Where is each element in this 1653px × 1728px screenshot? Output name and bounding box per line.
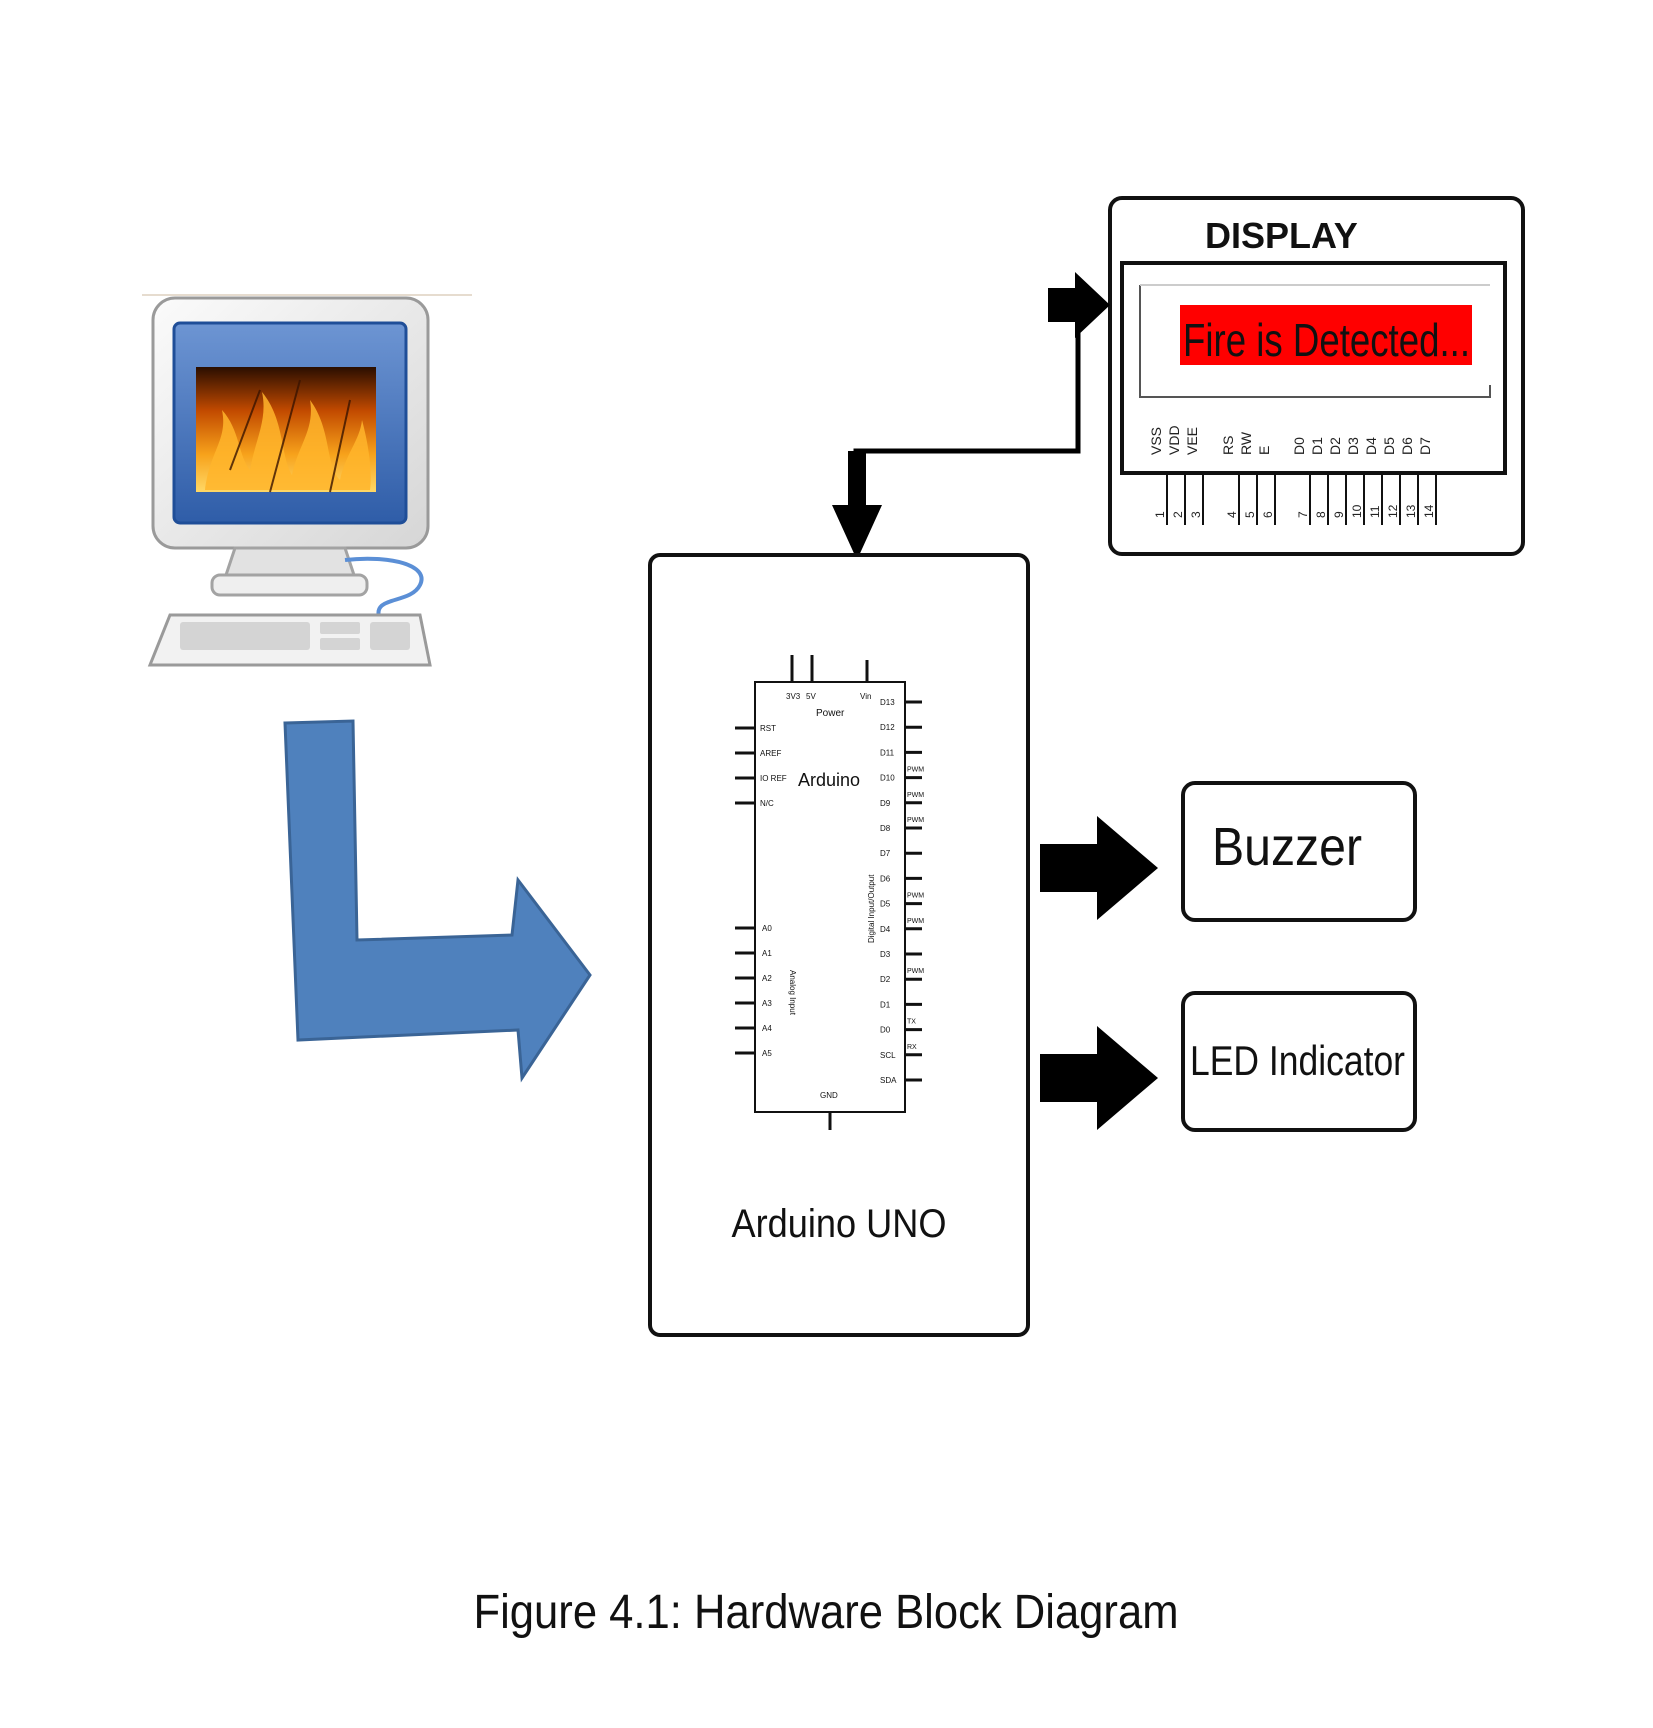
arduino-left-pin-label: N/C (760, 799, 774, 808)
lcd-pin-label: VEE (1184, 427, 1200, 455)
lcd-pin-label: E (1256, 446, 1272, 455)
blue-l-arrow (283, 719, 592, 1083)
lcd-pin-number: 14 (1422, 504, 1436, 518)
arduino-left-pin-label: IO REF (760, 774, 787, 783)
lcd-pin-label: D0 (1291, 437, 1307, 455)
lcd-pin-number: 1 (1153, 511, 1167, 518)
lcd-pin-number: 13 (1404, 504, 1418, 518)
lcd-pin-label: D1 (1309, 437, 1325, 455)
lcd-pin-label: D2 (1327, 437, 1343, 455)
buzzer-arrow (1040, 816, 1158, 920)
arduino-right-pin-label: D11 (880, 748, 895, 757)
arduino-pwm-mark: PWM (907, 968, 924, 975)
arduino-top-pin-3v3: 3V3 (786, 692, 801, 701)
arduino-right-pin-label: D0 (880, 1026, 891, 1035)
arduino-analog-pin-label: A4 (762, 1024, 772, 1033)
lcd-pin-label: RS (1220, 436, 1236, 455)
arduino-input-arrow (832, 451, 882, 560)
arduino-right-pin-label: D13 (880, 698, 895, 707)
arduino-uno-block: 3V3 5V Vin Power Arduino GND Analog Inpu… (648, 553, 1030, 1337)
display-message-bg (1180, 305, 1472, 365)
lcd-pin-number: 2 (1171, 511, 1185, 518)
arduino-right-pin-label: D7 (880, 849, 891, 858)
arduino-right-pin-label: D5 (880, 900, 891, 909)
lcd-pin-number: 8 (1314, 511, 1328, 518)
lcd-pin-label: D6 (1399, 437, 1415, 455)
arduino-uno-label: Arduino UNO (732, 1202, 947, 1246)
arduino-pwm-mark: RX (907, 1044, 917, 1051)
arduino-analog-pin-label: A1 (762, 949, 772, 958)
arduino-chip (754, 681, 906, 1113)
arduino-right-pin-label: SDA (880, 1076, 897, 1085)
arduino-right-pin-label: D6 (880, 874, 891, 883)
lcd-pin-number: 10 (1350, 504, 1364, 518)
arduino-power-label: Power (816, 708, 845, 719)
arduino-right-pin-label: D2 (880, 975, 891, 984)
computer-fire-icon (142, 294, 472, 667)
display-message: Fire is Detected... (1183, 314, 1470, 366)
arduino-right-pin-label: D10 (880, 774, 895, 783)
arduino-top-pin-5v: 5V (806, 692, 816, 701)
arduino-left-pin-label: RST (760, 724, 776, 733)
arduino-chip-title: Arduino (798, 770, 860, 790)
lcd-pin-label: D4 (1363, 437, 1379, 455)
arduino-display-link (853, 302, 1081, 505)
arduino-pwm-mark: PWM (907, 767, 924, 774)
lcd-pin-label: VDD (1166, 425, 1182, 455)
lcd-pin-number: 6 (1261, 511, 1275, 518)
arduino-analog-pin-label: A3 (762, 999, 772, 1008)
buzzer-block: Buzzer (1181, 781, 1417, 922)
lcd-pin-number: 3 (1189, 511, 1203, 518)
lcd-pin-number: 11 (1368, 505, 1382, 518)
lcd-pin-number: 7 (1296, 511, 1310, 518)
buzzer-label: Buzzer (1212, 817, 1362, 877)
arduino-analog-label: Analog Input (788, 970, 797, 1016)
lcd-pin-number: 9 (1332, 511, 1346, 518)
lcd-pin-label: D3 (1345, 437, 1361, 455)
arduino-left-pin-label: AREF (760, 749, 781, 758)
figure-caption: Figure 4.1: Hardware Block Diagram (474, 1586, 1179, 1639)
arduino-top-pin-vin: Vin (860, 692, 871, 701)
lcd-pin-number: 12 (1386, 504, 1400, 518)
arduino-analog-pin-label: A5 (762, 1049, 772, 1058)
lcd-pin-label: D7 (1417, 437, 1433, 455)
lcd-pin-label: D5 (1381, 437, 1397, 455)
lcd-pin-label: RW (1238, 431, 1254, 455)
led-indicator-label: LED Indicator (1190, 1037, 1405, 1084)
lcd-pin-label: VSS (1148, 427, 1164, 455)
lcd-display: DISPLAY Fire is Detected... VSS 1 VDD 2 VEE 3… (1108, 196, 1525, 556)
arduino-analog-pin-label: A0 (762, 924, 772, 933)
display-title: DISPLAY (1205, 215, 1358, 256)
arduino-pwm-mark: TX (907, 1019, 916, 1026)
arduino-right-pin-label: D1 (880, 1000, 891, 1009)
arduino-pwm-mark: PWM (907, 918, 924, 925)
arduino-right-pin-label: D12 (880, 723, 895, 732)
arduino-right-pin-label: D3 (880, 950, 891, 959)
arduino-left-pins: RST AREF IO REF N/C (735, 724, 787, 808)
arduino-right-pin-label: D8 (880, 824, 891, 833)
lcd-pin-number: 5 (1243, 511, 1257, 518)
led-indicator-block: LED Indicator (1181, 991, 1417, 1132)
arduino-gnd-label: GND (820, 1091, 838, 1100)
led-arrow (1040, 1026, 1158, 1130)
arduino-analog-pin-label: A2 (762, 974, 772, 983)
arduino-right-pin-label: D4 (880, 925, 891, 934)
fire-flames (205, 392, 371, 490)
lcd-pin-number: 4 (1225, 511, 1239, 518)
arduino-pwm-mark: PWM (907, 893, 924, 900)
lcd-pins: VSS 1 VDD 2 VEE 3 RS 4 RW 5 E 6 D0 7 D1 8 D2 9 D3 10 D4 11 D5 1… (1148, 425, 1437, 525)
arduino-digital-label: Digital Input/Output (867, 874, 876, 943)
arduino-pwm-mark: PWM (907, 792, 924, 799)
arduino-pwm-mark: PWM (907, 817, 924, 824)
arduino-right-pin-label: D9 (880, 799, 891, 808)
arduino-right-pin-label: SCL (880, 1051, 896, 1060)
